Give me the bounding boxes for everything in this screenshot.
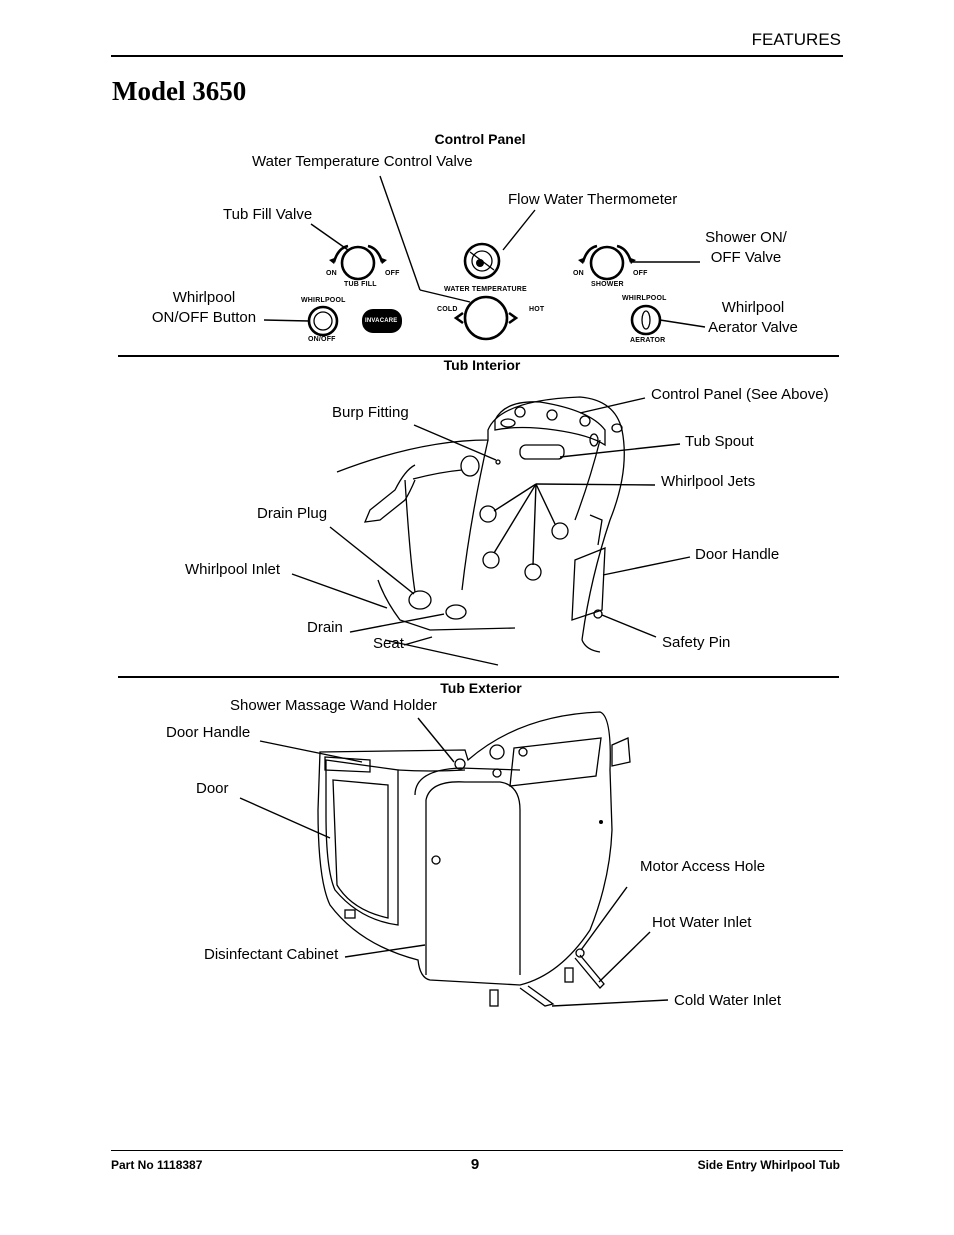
label-motor-access-hole: Motor Access Hole — [640, 858, 766, 875]
whirlpool-button-icon — [307, 305, 339, 337]
panel-on-1: ON — [326, 270, 337, 277]
section-divider-1 — [118, 355, 839, 357]
panel-off-1: OFF — [385, 270, 400, 277]
label-door-handle-exterior: Door Handle — [166, 724, 251, 741]
label-tub-spout: Tub Spout — [685, 433, 754, 450]
label-door-handle-interior: Door Handle — [695, 546, 780, 563]
label-drain: Drain — [307, 619, 343, 636]
label-flow-thermometer: Flow Water Thermometer — [508, 191, 678, 208]
header-rule — [111, 55, 843, 57]
shower-valve-icon — [578, 244, 636, 281]
label-seat: Seat — [373, 635, 404, 652]
label-tub-fill-valve: Tub Fill Valve — [223, 206, 313, 223]
label-door: Door — [196, 780, 229, 797]
panel-hot: HOT — [529, 306, 545, 313]
label-whirlpool-jets: Whirlpool Jets — [661, 473, 756, 490]
label-cold-water-inlet: Cold Water Inlet — [674, 992, 781, 1009]
panel-whirlpool-right: WHIRLPOOL — [622, 295, 667, 302]
label-shower-wand-holder: Shower Massage Wand Holder — [230, 697, 438, 714]
tub-interior-heading: Tub Interior — [443, 357, 521, 373]
footer-product-name: Side Entry Whirlpool Tub — [697, 1158, 840, 1172]
label-whirlpool-inlet: Whirlpool Inlet — [185, 561, 281, 578]
footer-page-number: 9 — [470, 1156, 480, 1173]
panel-onoff: ON/OFF — [308, 336, 336, 343]
aerator-valve-icon — [630, 304, 662, 336]
label-shower-valve: Shower ON/ OFF Valve — [705, 229, 787, 266]
tub-fill-valve-icon — [329, 244, 387, 281]
panel-shower: SHOWER — [591, 281, 624, 288]
tub-exterior-heading: Tub Exterior — [440, 680, 522, 696]
control-panel-heading: Control Panel — [434, 131, 526, 147]
tub-exterior-drawing — [317, 711, 631, 1007]
page-title: Model 3650 — [112, 76, 247, 106]
panel-aerator: AERATOR — [630, 337, 666, 344]
label-safety-pin: Safety Pin — [662, 634, 731, 651]
label-drain-plug: Drain Plug — [257, 505, 328, 522]
label-burp-fitting: Burp Fitting — [332, 404, 409, 421]
panel-water-temperature: WATER TEMPERATURE — [444, 286, 527, 293]
panel-off-2: OFF — [633, 270, 648, 277]
label-control-panel-ref: Control Panel (See Above) — [651, 386, 829, 403]
tub-interior-drawing — [336, 396, 625, 666]
panel-tub-fill: TUB FILL — [344, 281, 377, 288]
section-divider-2 — [118, 676, 839, 678]
temperature-knob-icon — [453, 295, 519, 341]
panel-logo-text: INVACARE — [365, 318, 398, 324]
label-water-temp-valve: Water Temperature Control Valve — [252, 153, 473, 170]
thermometer-icon — [463, 242, 501, 280]
label-disinfectant-cabinet: Disinfectant Cabinet — [204, 946, 339, 963]
panel-cold: COLD — [437, 306, 458, 313]
footer-rule — [111, 1150, 843, 1151]
section-header: FEATURES — [751, 30, 841, 49]
invacare-logo-icon — [362, 309, 402, 333]
label-hot-water-inlet: Hot Water Inlet — [652, 914, 752, 931]
footer-part-number: Part No 1118387 — [111, 1158, 203, 1172]
panel-on-2: ON — [573, 270, 584, 277]
panel-whirlpool-left: WHIRLPOOL — [301, 297, 346, 304]
label-aerator-valve: Whirlpool Aerator Valve — [708, 299, 798, 336]
label-whirlpool-button: Whirlpool ON/OFF Button — [151, 289, 257, 326]
